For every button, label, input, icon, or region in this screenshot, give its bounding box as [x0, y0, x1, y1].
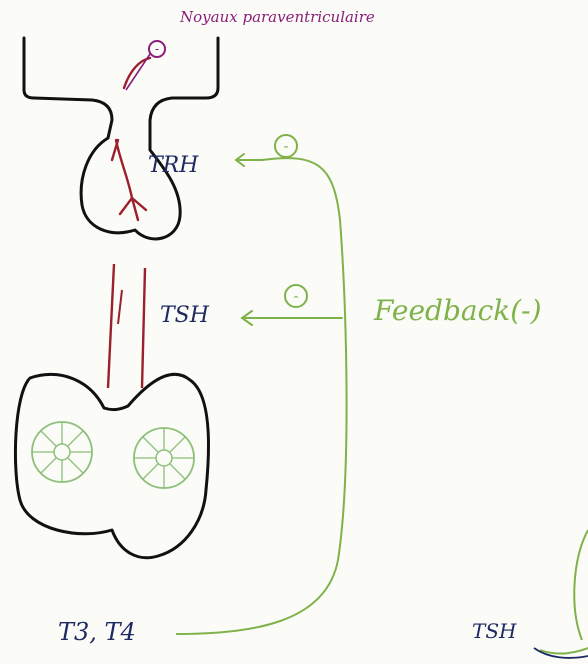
portal-vessel-2 [142, 268, 145, 388]
hypothalamus-pituitary-outline [24, 38, 218, 239]
tsh-bottom-label: TSH [472, 619, 517, 643]
nucleus-circle-sign: - [155, 42, 159, 56]
trh-label: TRH [148, 153, 199, 178]
tsh-inhibit-line [242, 311, 342, 325]
nucleus-label: Noyaux paraventriculaire [179, 8, 375, 26]
portal-vessel-3 [118, 290, 122, 324]
thyroid-outline [15, 374, 208, 557]
follicle-left [32, 422, 92, 482]
trh-inhibit-arrow [236, 154, 262, 166]
feedback-label: Feedback(-) [373, 294, 542, 327]
trh-inhibit-sign: - [283, 139, 288, 155]
tsh-label: TSH [160, 303, 210, 328]
portal-vessel-1 [108, 264, 114, 388]
follicle-right [134, 428, 194, 488]
nucleus-pointer [126, 54, 150, 90]
partial-curve-right [540, 530, 588, 654]
tsh-inhibit-sign: - [293, 289, 298, 305]
t3-t4-label: T3, T4 [58, 618, 136, 646]
